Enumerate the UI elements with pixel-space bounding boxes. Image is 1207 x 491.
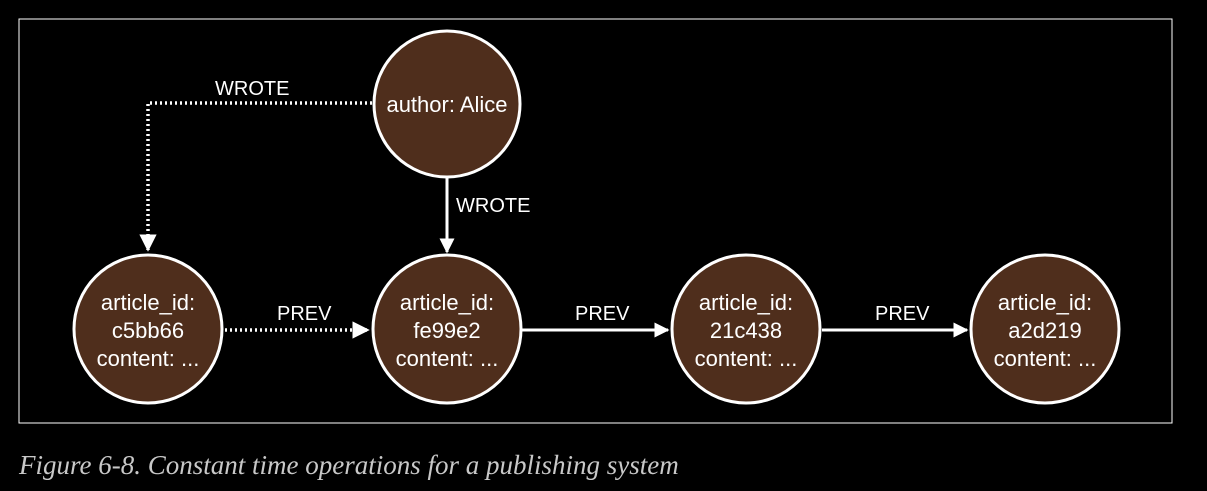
node-author: author: Alice — [372, 29, 522, 179]
edge-label-prev-1-2: PREV — [277, 303, 332, 325]
node-article-id: 21c438 — [710, 318, 782, 343]
node-article-label: article_id: — [998, 290, 1092, 315]
node-article-id: a2d219 — [1008, 318, 1081, 343]
node-article-c5bb66: article_id: c5bb66 content: ... — [72, 253, 224, 405]
node-article-content: content: ... — [994, 346, 1097, 371]
node-article-content: content: ... — [695, 346, 798, 371]
edge-label-prev-2-3: PREV — [575, 303, 630, 325]
node-article-content: content: ... — [97, 346, 200, 371]
node-article-id: c5bb66 — [112, 318, 184, 343]
figure-caption: Figure 6-8. Constant time operations for… — [18, 450, 679, 480]
node-article-a2d219: article_id: a2d219 content: ... — [969, 253, 1121, 405]
edge-label-prev-3-4: PREV — [875, 303, 930, 325]
node-article-label: article_id: — [101, 290, 195, 315]
node-article-id: fe99e2 — [413, 318, 480, 343]
edge-label-wrote-solid: WROTE — [456, 195, 530, 217]
node-article-content: content: ... — [396, 346, 499, 371]
edge-wrote-dotted — [139, 101, 372, 252]
node-article-label: article_id: — [400, 290, 494, 315]
node-article-label: article_id: — [699, 290, 793, 315]
edge-label-wrote-dotted: WROTE — [215, 78, 289, 100]
node-article-fe99e2: article_id: fe99e2 content: ... — [371, 253, 523, 405]
diagram-frame — [18, 18, 1173, 424]
node-article-21c438: article_id: 21c438 content: ... — [670, 253, 822, 405]
node-author-label: author: Alice — [386, 92, 507, 117]
